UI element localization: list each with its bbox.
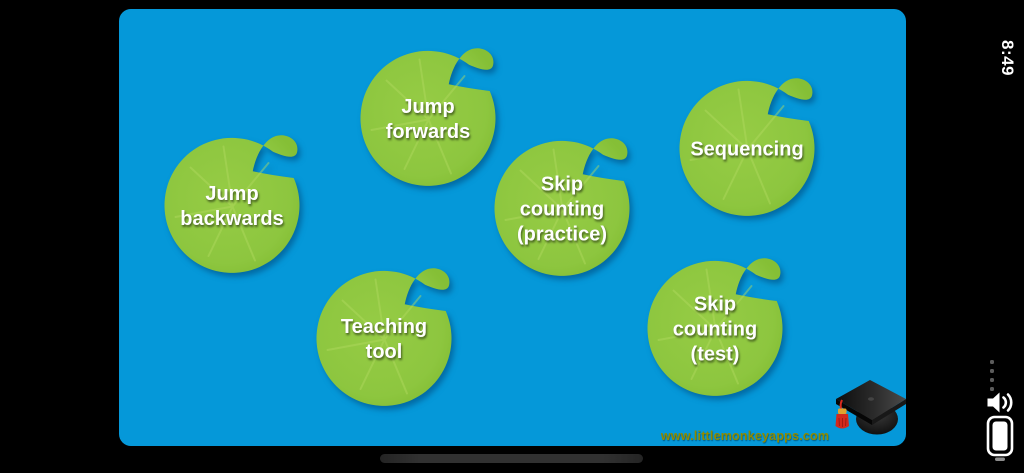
graduation-cap-icon[interactable]	[830, 378, 906, 446]
lilypad-icon	[163, 134, 301, 274]
lilypad-icon	[315, 267, 453, 407]
status-clock: 8:49	[998, 39, 1017, 77]
lilypad-icon	[493, 137, 631, 277]
app-canvas: Jump forwards Jump backwards Skip counti…	[119, 9, 906, 446]
lilypad-button-skip-counting-test[interactable]: Skip counting (test)	[645, 250, 795, 400]
home-indicator[interactable]	[380, 454, 643, 463]
battery-icon	[986, 415, 1014, 461]
lilypad-button-sequencing[interactable]: Sequencing	[677, 70, 827, 220]
website-url: www.littlemonkeyapps.com	[660, 429, 830, 443]
signal-dots-icon	[990, 360, 994, 396]
lilypad-button-jump-backwards[interactable]: Jump backwards	[162, 127, 312, 277]
lilypad-button-jump-forwards[interactable]: Jump forwards	[358, 40, 508, 190]
lilypad-icon	[678, 77, 816, 217]
lilypad-icon	[359, 47, 497, 187]
lilypad-icon	[646, 257, 784, 397]
speaker-icon	[987, 392, 1013, 413]
lilypad-button-skip-counting-practice[interactable]: Skip counting (practice)	[492, 130, 642, 280]
lilypad-button-teaching-tool[interactable]: Teaching tool	[314, 260, 464, 410]
